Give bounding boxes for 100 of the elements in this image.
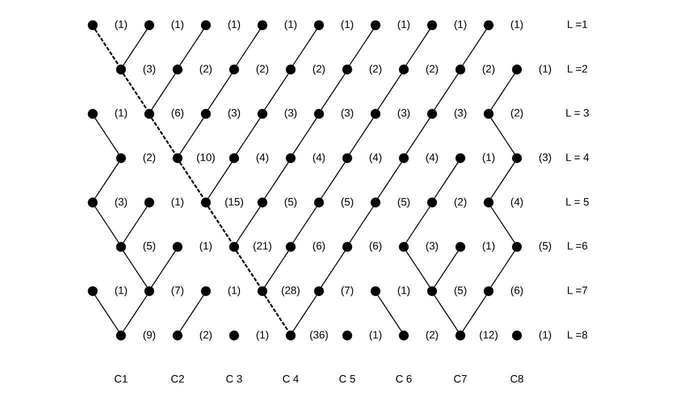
label: C1 [114,374,128,386]
node-circle [286,64,296,74]
connector [122,250,148,288]
node-label: (3) [284,108,298,120]
label: L =7 [566,284,588,297]
node-circle [116,64,126,74]
node-label: (3) [538,152,552,164]
node-circle [88,108,98,119]
node-label: (5) [284,196,298,208]
label: L =2 [566,63,588,76]
node-circle [370,286,380,296]
connector [236,28,261,66]
node-circle [370,20,380,30]
node-label: (1) [482,152,496,164]
node-label: (1) [482,240,496,253]
label: C7 [454,374,468,386]
node-label: (6) [369,240,382,253]
connector [94,294,120,332]
label: C2 [170,374,184,386]
node-label: (3) [426,240,439,253]
connector [94,162,120,199]
node-label: (1) [340,19,354,32]
node-label: (7) [340,284,354,297]
node-label: (9) [142,329,156,342]
node-circle [427,108,438,119]
node-label: (21) [252,240,272,253]
node-circle [257,108,268,119]
node-label: (3) [142,63,156,76]
connector [377,162,402,199]
node-label: (3) [228,108,241,120]
node-label: (10) [196,152,216,164]
node-circle [172,64,183,74]
connector [377,73,402,110]
node-label: (2) [482,63,496,76]
node-circle [314,108,324,119]
connector [434,162,459,199]
node-label: (36) [309,329,328,342]
label: L =6 [566,240,588,253]
node-label: (1) [397,284,410,297]
node-circle [314,198,324,208]
connector [179,294,204,332]
connector [462,294,487,332]
node-circle [116,242,126,252]
connector [406,28,430,66]
node-circle [398,330,409,340]
node-label: (3) [114,196,128,208]
connector [207,206,233,244]
node-circle [342,242,352,252]
connector [236,117,261,154]
node-circle [286,153,296,164]
connector [320,250,346,288]
node-label: (2) [426,329,439,342]
connector [406,250,430,288]
node-circle [398,153,409,164]
connector [490,117,516,154]
connector [179,162,204,199]
connector [264,73,289,110]
connector [122,294,148,332]
node-circle [172,330,183,340]
label: C 5 [338,374,356,386]
node-label: (1) [114,19,128,32]
connector [122,206,148,244]
connector [490,162,516,199]
node-label: (4) [256,152,269,164]
label: L =8 [566,329,588,342]
node-label: (2) [312,63,326,76]
node-label: (2) [454,196,467,208]
node-label: (4) [426,152,439,164]
node-circle [229,64,240,74]
connector [94,206,120,244]
node-label: (3) [454,108,467,120]
label: C8 [510,374,524,386]
node-label: (1) [228,284,241,297]
connector [236,206,261,244]
node-circle [342,153,352,164]
connector [406,117,430,154]
node-label: (1) [171,19,184,32]
connector [490,250,516,288]
node-circle [229,153,240,164]
node-circle [484,20,494,30]
node-label: (28) [281,284,300,297]
connector [377,294,402,332]
node-label: (1) [228,19,241,32]
node-label: (6) [510,284,524,297]
node-circle [88,20,98,30]
connector [151,73,176,110]
node-label: (4) [312,152,326,164]
node-circle [512,153,522,164]
node-circle [484,286,494,296]
node-label: (1) [256,329,269,342]
label: L = 3 [565,108,590,120]
connector [292,28,318,66]
node-label: (1) [454,19,467,32]
connector [94,28,120,66]
node-circle [88,198,98,208]
node-circle [116,153,126,164]
node-circle [257,20,268,30]
node-label: (2) [369,63,382,76]
node-label: (5) [454,284,467,297]
node-circle [512,64,522,74]
